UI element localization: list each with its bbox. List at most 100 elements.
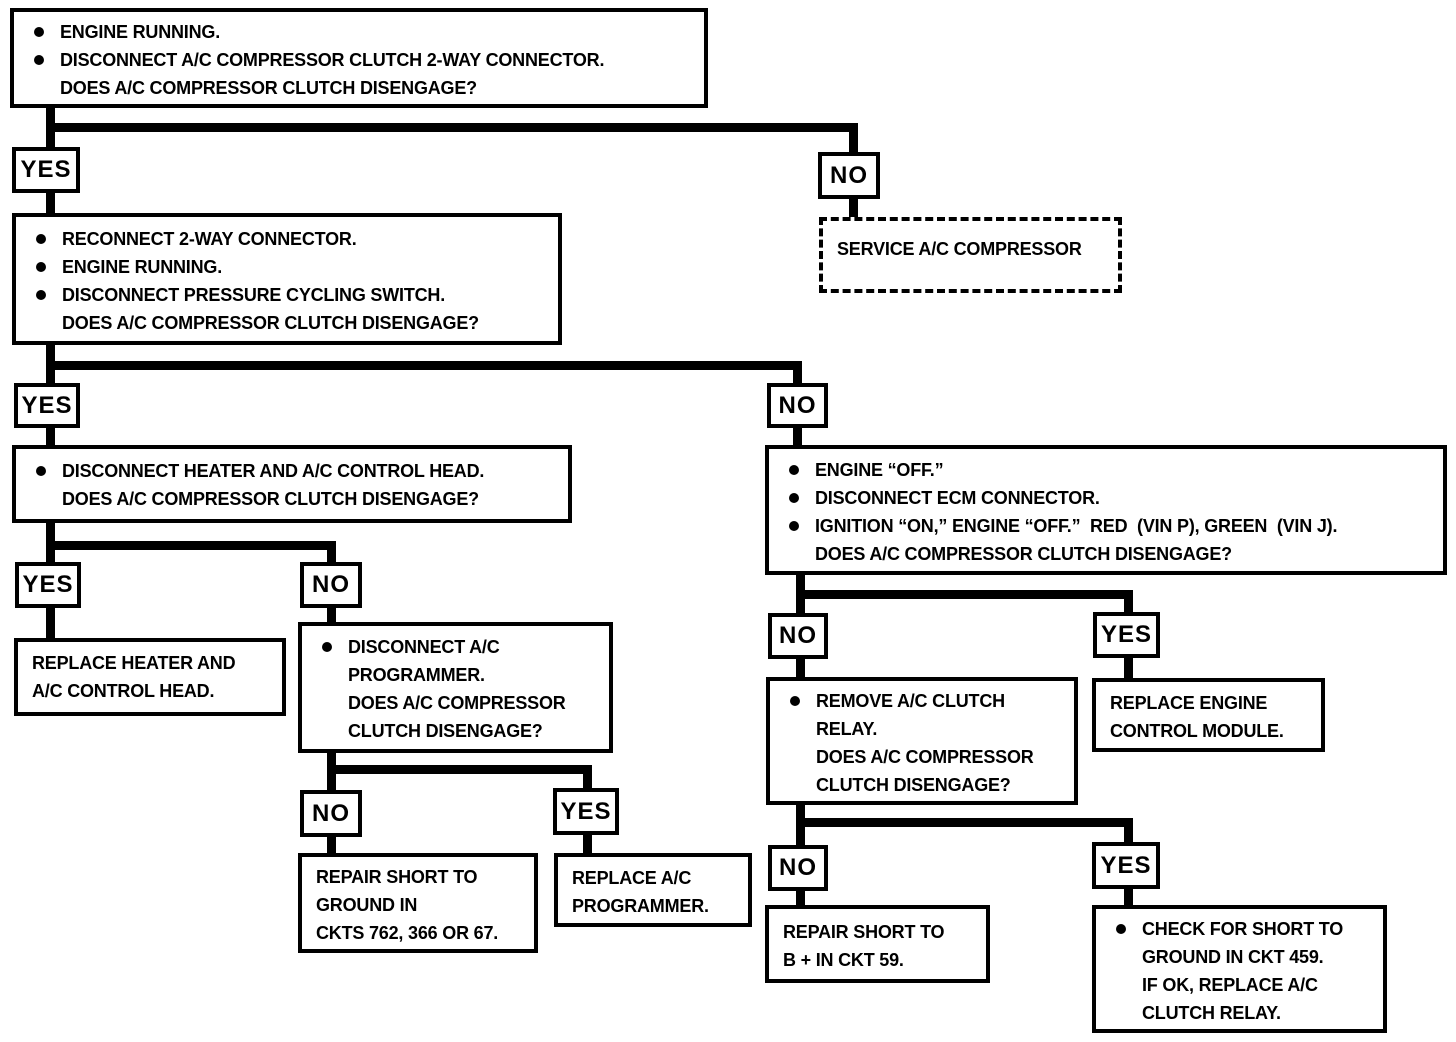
action-text: PROGRAMMER. bbox=[572, 896, 709, 916]
branch-label: YES bbox=[560, 797, 612, 825]
branch-label: YES bbox=[20, 156, 72, 183]
connector-line bbox=[796, 818, 1133, 827]
connector-line bbox=[327, 765, 592, 774]
step-text: REMOVE A/C CLUTCH bbox=[816, 691, 1005, 711]
action-text: CKTS 762, 366 OR 67. bbox=[316, 923, 499, 943]
question-text: DOES A/C COMPRESSOR bbox=[348, 693, 566, 713]
step-text: PROGRAMMER. bbox=[348, 665, 485, 685]
branch-yes-3: YES bbox=[15, 562, 81, 608]
step-text: ENGINE “OFF.” bbox=[815, 460, 944, 480]
connector-line bbox=[796, 891, 805, 905]
action-text: REPLACE HEATER AND bbox=[32, 653, 236, 673]
branch-yes-1: YES bbox=[12, 147, 80, 193]
branch-label: NO bbox=[778, 391, 817, 419]
bullet-icon bbox=[789, 465, 799, 475]
connector-line bbox=[327, 837, 336, 853]
step-text: CLUTCH RELAY. bbox=[1142, 1003, 1281, 1023]
connector-line bbox=[796, 575, 805, 599]
action-text: REPLACE A/C bbox=[572, 868, 692, 888]
connector-line bbox=[1124, 599, 1133, 612]
node-replace-ecm: REPLACE ENGINE CONTROL MODULE. bbox=[1092, 678, 1325, 752]
question-text: DOES A/C COMPRESSOR CLUTCH DISENGAGE? bbox=[62, 313, 479, 333]
branch-no-5: NO bbox=[768, 613, 828, 659]
connector-line bbox=[793, 428, 802, 445]
connector-line bbox=[849, 199, 858, 217]
action-text: REPLACE ENGINE bbox=[1110, 693, 1268, 713]
question-text: DOES A/C COMPRESSOR CLUTCH DISENGAGE? bbox=[62, 489, 479, 509]
action-text: SERVICE A/C COMPRESSOR bbox=[837, 239, 1082, 259]
branch-label: NO bbox=[312, 799, 350, 827]
connector-line bbox=[46, 541, 336, 550]
connector-line bbox=[849, 132, 858, 152]
action-text: REPAIR SHORT TO bbox=[783, 922, 945, 942]
node-question-control-head: DISCONNECT HEATER AND A/C CONTROL HEAD. … bbox=[12, 445, 572, 523]
node-repair-short-b-plus-ckt59: REPAIR SHORT TO B + IN CKT 59. bbox=[765, 905, 990, 983]
branch-no-3: NO bbox=[300, 562, 362, 608]
branch-label: YES bbox=[21, 391, 73, 419]
step-text: ENGINE RUNNING. bbox=[62, 257, 223, 277]
bullet-icon bbox=[322, 642, 332, 652]
node-replace-control-head: REPLACE HEATER AND A/C CONTROL HEAD. bbox=[14, 638, 286, 716]
branch-label: NO bbox=[779, 854, 817, 881]
node-question-compressor-clutch-connector: ENGINE RUNNING. DISCONNECT A/C COMPRESSO… bbox=[10, 8, 708, 108]
connector-line bbox=[793, 370, 802, 383]
branch-yes-2: YES bbox=[14, 383, 80, 428]
bullet-icon bbox=[789, 493, 799, 503]
connector-line bbox=[796, 805, 805, 827]
action-text: CONTROL MODULE. bbox=[1110, 721, 1284, 741]
step-text: ENGINE RUNNING. bbox=[60, 22, 221, 42]
bullet-icon bbox=[36, 290, 46, 300]
action-text: REPAIR SHORT TO bbox=[316, 867, 478, 887]
connector-line bbox=[46, 550, 55, 562]
action-text: GROUND IN bbox=[316, 895, 418, 915]
bullet-icon bbox=[34, 27, 44, 37]
branch-label: NO bbox=[312, 571, 350, 598]
branch-yes-5: YES bbox=[1093, 612, 1160, 658]
branch-label: NO bbox=[830, 161, 868, 189]
question-text: DOES A/C COMPRESSOR CLUTCH DISENGAGE? bbox=[60, 78, 477, 98]
branch-no-2: NO bbox=[767, 383, 828, 428]
question-text: CLUTCH DISENGAGE? bbox=[816, 775, 1011, 795]
branch-label: YES bbox=[1100, 621, 1153, 648]
node-question-pressure-cycling-switch: RECONNECT 2-WAY CONNECTOR. ENGINE RUNNIN… bbox=[12, 213, 562, 345]
bullet-icon bbox=[789, 521, 799, 531]
bullet-icon bbox=[36, 466, 46, 476]
branch-no-6: NO bbox=[768, 845, 828, 891]
step-text: IF OK, REPLACE A/C bbox=[1142, 975, 1318, 995]
connector-line bbox=[583, 774, 592, 788]
connector-line bbox=[327, 774, 336, 790]
question-text: DOES A/C COMPRESSOR CLUTCH DISENGAGE? bbox=[815, 544, 1232, 564]
step-text: RECONNECT 2-WAY CONNECTOR. bbox=[62, 229, 357, 249]
connector-line bbox=[46, 428, 55, 445]
connector-line bbox=[327, 753, 336, 774]
connector-line bbox=[796, 599, 805, 613]
connector-line bbox=[46, 370, 55, 383]
question-text: CLUTCH DISENGAGE? bbox=[348, 721, 543, 741]
question-text: DOES A/C COMPRESSOR bbox=[816, 747, 1034, 767]
connector-line bbox=[46, 132, 55, 147]
node-question-ecm-connector: ENGINE “OFF.” DISCONNECT ECM CONNECTOR. … bbox=[765, 445, 1447, 575]
bullet-icon bbox=[1116, 924, 1126, 934]
step-text: DISCONNECT HEATER AND A/C CONTROL HEAD. bbox=[62, 461, 485, 481]
connector-line bbox=[327, 550, 336, 562]
step-text: IGNITION “ON,” ENGINE “OFF.” RED (VIN P)… bbox=[815, 516, 1338, 536]
connector-line bbox=[46, 345, 55, 370]
connector-line bbox=[1124, 658, 1133, 678]
node-question-ac-programmer: DISCONNECT A/C PROGRAMMER. DOES A/C COMP… bbox=[298, 622, 613, 753]
connector-line bbox=[46, 193, 55, 213]
step-text: GROUND IN CKT 459. bbox=[1142, 947, 1324, 967]
connector-line bbox=[1124, 827, 1133, 842]
step-text: DISCONNECT A/C bbox=[348, 637, 500, 657]
connector-line bbox=[796, 590, 1133, 599]
bullet-icon bbox=[36, 234, 46, 244]
action-text: B + IN CKT 59. bbox=[783, 950, 904, 970]
node-replace-ac-programmer: REPLACE A/C PROGRAMMER. bbox=[554, 853, 752, 927]
connector-line bbox=[796, 827, 805, 845]
connector-line bbox=[46, 523, 55, 550]
step-text: CHECK FOR SHORT TO bbox=[1142, 919, 1344, 939]
connector-line bbox=[46, 608, 55, 638]
step-text: DISCONNECT ECM CONNECTOR. bbox=[815, 488, 1100, 508]
step-text: DISCONNECT PRESSURE CYCLING SWITCH. bbox=[62, 285, 446, 305]
bullet-icon bbox=[36, 262, 46, 272]
